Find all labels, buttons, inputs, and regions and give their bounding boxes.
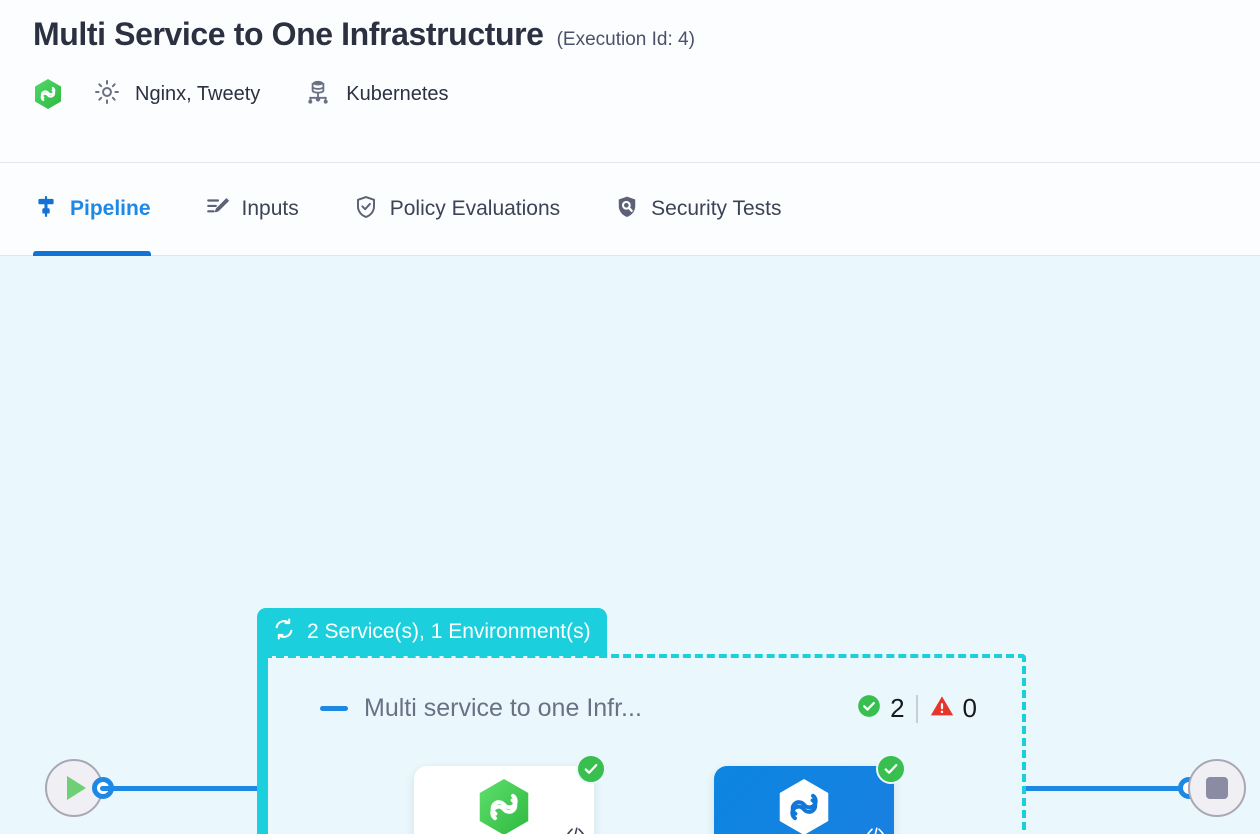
tab-policy-evaluations[interactable]: Policy Evaluations	[326, 163, 587, 256]
edge-start-to-group	[100, 786, 265, 791]
node-tweety-card[interactable]	[714, 754, 906, 834]
meta-row: Nginx, Tweety Kubernetes	[33, 78, 1260, 111]
tab-pipeline[interactable]: Pipeline	[33, 163, 178, 256]
tab-security-tests[interactable]: Security Tests	[587, 163, 808, 256]
tab-inputs[interactable]: Inputs	[178, 163, 326, 256]
stop-icon	[1206, 777, 1228, 799]
infrastructure-label: Kubernetes	[346, 82, 449, 105]
shield-check-icon	[353, 194, 379, 225]
inputs-edit-icon	[205, 194, 231, 225]
warning-triangle-icon	[929, 693, 955, 724]
loop-repeat-icon	[271, 616, 297, 648]
gear-icon	[93, 78, 121, 111]
page-title: Multi Service to One Infrastructure	[33, 16, 544, 52]
node-nginx-status-icon	[576, 754, 606, 784]
tab-policy-evaluations-label: Policy Evaluations	[389, 197, 561, 220]
group-counts: 2 0	[856, 693, 977, 724]
collapse-minus-icon[interactable]	[320, 706, 348, 711]
node-nginx[interactable]: (Nginx): Multi service to one...	[414, 754, 606, 834]
title-row: Multi Service to One Infrastructure (Exe…	[33, 14, 1260, 56]
check-circle-icon	[856, 693, 882, 724]
group-badge-label: 2 Service(s), 1 Environment(s)	[307, 620, 591, 643]
counts-divider	[915, 694, 918, 723]
hexagon-infinity-logo-green-icon	[476, 777, 532, 834]
success-count-group: 2	[856, 693, 905, 724]
shield-search-icon	[614, 194, 640, 225]
group-container[interactable]: Multi service to one Infr... 2	[264, 654, 1026, 834]
end-node[interactable]	[1188, 759, 1246, 817]
kubernetes-cluster-icon	[304, 78, 332, 111]
group-spine	[257, 648, 268, 834]
tab-bar: Pipeline Inputs Policy Evaluations	[0, 163, 1260, 256]
tab-inputs-label: Inputs	[241, 197, 299, 220]
error-count-group: 0	[929, 693, 977, 724]
hexagon-infinity-logo-white-icon	[776, 777, 832, 834]
services-label: Nginx, Tweety	[135, 82, 261, 105]
pipeline-icon	[33, 194, 59, 225]
play-icon	[67, 776, 86, 800]
code-brackets-icon[interactable]	[566, 826, 585, 834]
pipeline-canvas[interactable]: 2 Service(s), 1 Environment(s) Multi ser…	[0, 256, 1260, 834]
tab-security-tests-label: Security Tests	[651, 197, 782, 220]
group-header: Multi service to one Infr... 2	[320, 693, 977, 724]
node-tweety-status-icon	[876, 754, 906, 784]
code-brackets-icon[interactable]	[866, 826, 885, 834]
node-tweety[interactable]: (Tweety,{"__uuid":...	[714, 754, 906, 834]
page-header: Multi Service to One Infrastructure (Exe…	[0, 0, 1260, 163]
group-badge[interactable]: 2 Service(s), 1 Environment(s)	[257, 608, 607, 656]
error-count: 0	[962, 693, 977, 723]
tab-pipeline-label: Pipeline	[70, 197, 151, 220]
execution-id: (Execution Id: 4)	[556, 29, 695, 50]
group-name: Multi service to one Infr...	[364, 694, 642, 722]
success-count: 2	[890, 693, 905, 723]
edge-group-to-end	[1024, 786, 1194, 791]
node-nginx-card[interactable]	[414, 754, 606, 834]
hexagon-infinity-logo-icon	[33, 78, 63, 110]
